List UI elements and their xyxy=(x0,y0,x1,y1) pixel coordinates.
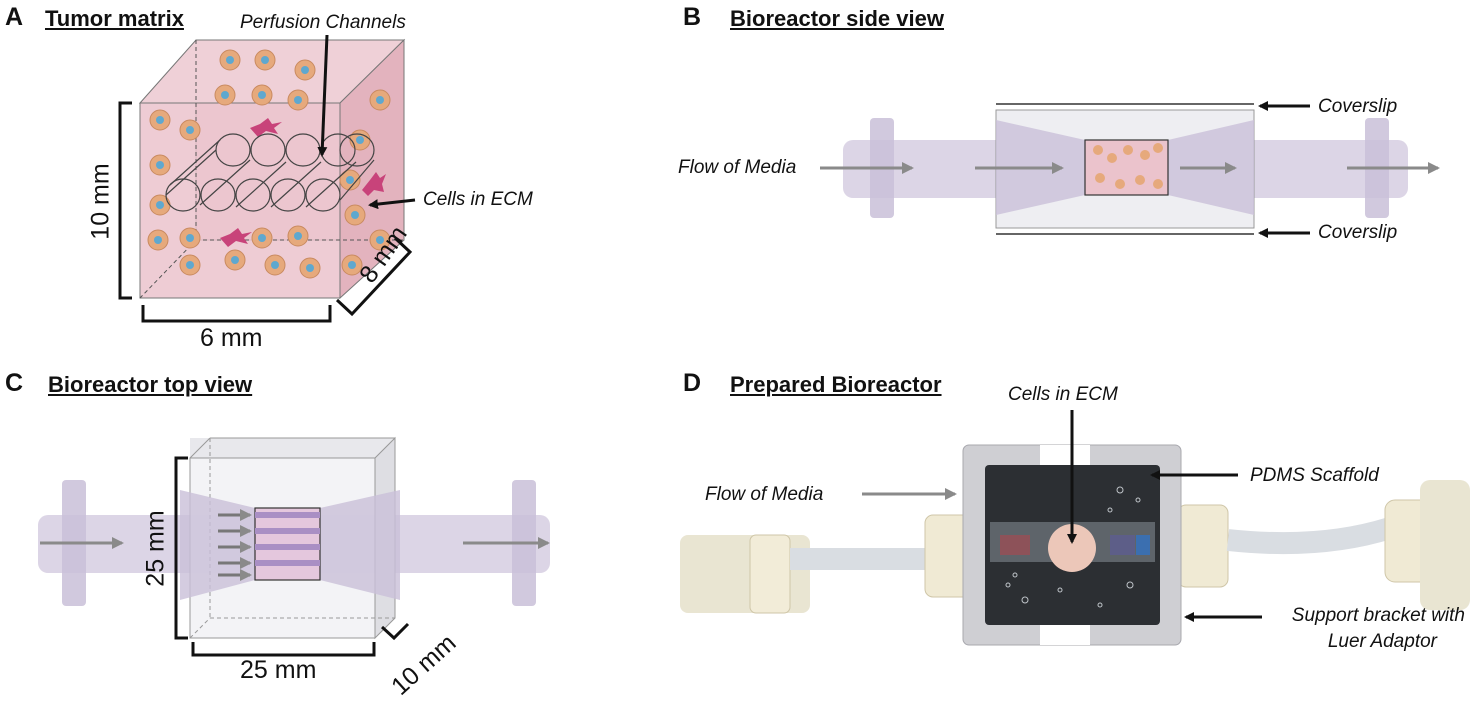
cells-in-ecm-label-a: Cells in ECM xyxy=(423,189,533,210)
panel-d-title: Prepared Bioreactor xyxy=(730,372,942,397)
panel-b-letter: B xyxy=(683,3,702,31)
height-dimension-a: 10 mm xyxy=(86,163,115,240)
flow-of-media-label-b: Flow of Media xyxy=(678,157,797,178)
top-view-flow-arrows xyxy=(218,509,252,581)
width-dimension-a: 6 mm xyxy=(200,324,263,352)
support-bracket-label-line1: Support bracket with xyxy=(1291,605,1465,626)
panel-b-title: Bioreactor side view xyxy=(730,6,944,31)
figure-artwork xyxy=(38,34,1470,657)
panel-a-letter: A xyxy=(5,3,24,31)
perfusion-channels-label: Perfusion Channels xyxy=(240,12,406,33)
panel-a-title: Tumor matrix xyxy=(45,6,184,31)
pdms-scaffold-label: PDMS Scaffold xyxy=(1250,465,1379,486)
fibroblast-cells xyxy=(220,118,386,247)
panel-c-title: Bioreactor top view xyxy=(48,372,253,397)
perfusion-arrow xyxy=(317,34,329,157)
side-view-cells xyxy=(1093,143,1163,189)
coverslip-top-label: Coverslip xyxy=(1318,96,1398,117)
panel-c-letter: C xyxy=(5,369,24,397)
dimension-brackets-c xyxy=(174,456,410,657)
height-dimension-c: 25 mm xyxy=(141,510,170,587)
cells-in-ecm-arrow-a xyxy=(368,198,416,210)
cells-in-ecm-label-d: Cells in ECM xyxy=(1008,384,1118,405)
top-view-device xyxy=(38,436,550,640)
bubble-dots xyxy=(1005,486,1141,608)
flow-of-media-label-d: Flow of Media xyxy=(705,484,824,505)
coverslip-bottom-label: Coverslip xyxy=(1318,222,1398,243)
perfusion-channels xyxy=(165,133,375,212)
side-view-tube xyxy=(843,103,1408,235)
support-bracket-label-line2: Luer Adaptor xyxy=(1327,631,1437,652)
ecm-cell-nuclei xyxy=(154,56,384,272)
dimension-brackets-a xyxy=(118,101,413,323)
bioreactor-photo xyxy=(680,444,1470,646)
panel-d-letter: D xyxy=(683,369,702,397)
width-dimension-c: 25 mm xyxy=(240,656,317,684)
